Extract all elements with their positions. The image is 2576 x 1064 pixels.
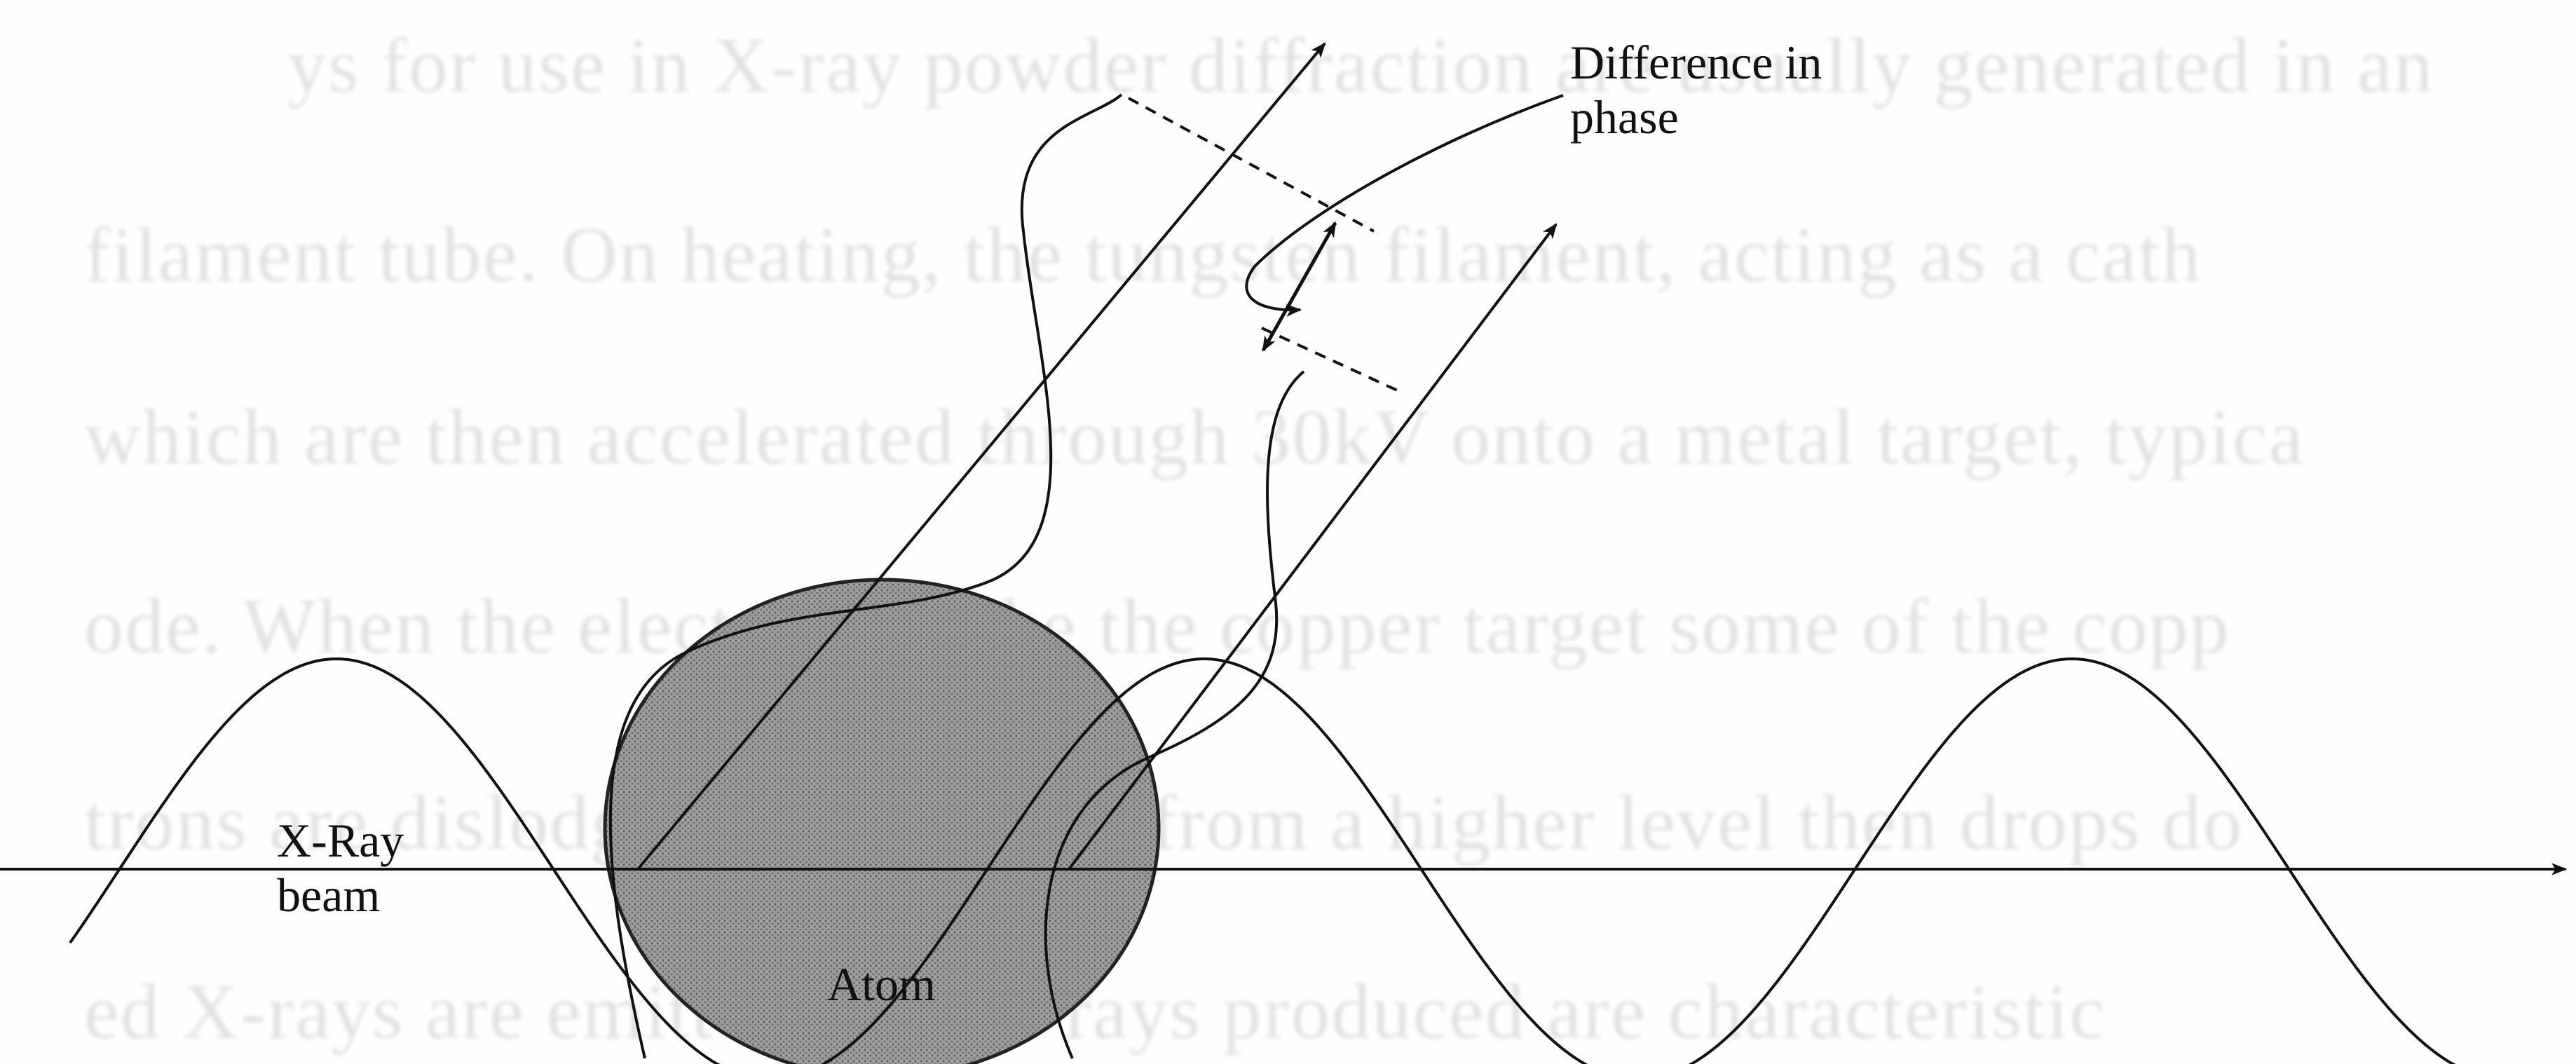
atom-label: Atom xyxy=(827,957,936,1011)
xray-label-line1: X-Ray xyxy=(277,813,404,868)
incident-wave xyxy=(70,659,2481,1064)
xray-label-line2: beam xyxy=(277,868,404,922)
phase-marker-dashed-upper xyxy=(1129,98,1374,231)
phase-difference-arrow xyxy=(1263,223,1335,350)
difference-in-phase-label: Difference in phase xyxy=(1570,35,1822,144)
diffracted-ray-lower xyxy=(1069,224,1556,869)
phase-marker-dashed-lower xyxy=(1262,328,1402,393)
difference-label-line2: phase xyxy=(1570,90,1822,144)
difference-label-line1: Difference in xyxy=(1570,35,1822,90)
xray-beam-label: X-Ray beam xyxy=(277,813,404,922)
